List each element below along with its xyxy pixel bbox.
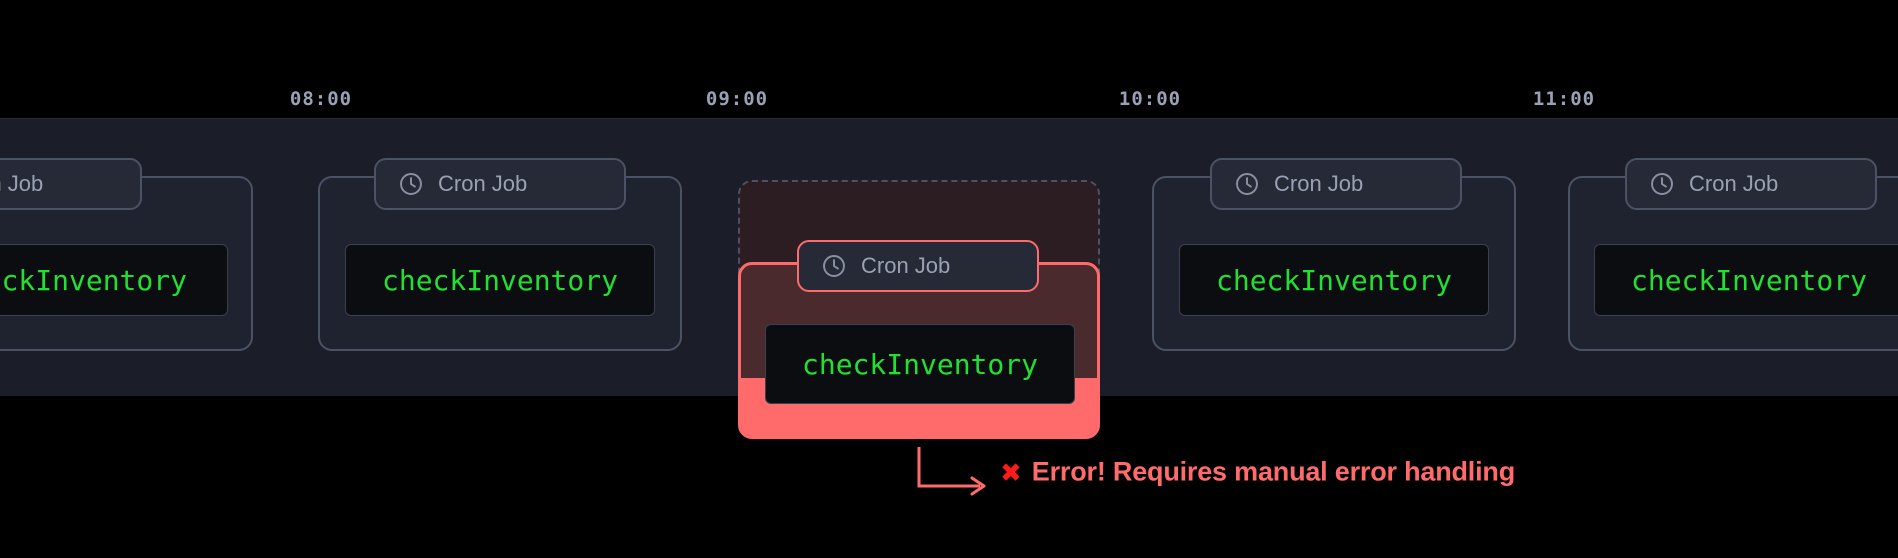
time-tick-08-00: 08:00	[289, 88, 353, 110]
time-ruler: 08:00 09:00 10:00 11:00	[0, 0, 1898, 118]
cron-job-badge[interactable]: Cron Job	[1210, 158, 1462, 210]
job-code-box: checkInventory	[765, 324, 1075, 404]
job-function-name: checkInventory	[801, 347, 1038, 381]
cron-job-badge-label: Cron Job	[438, 171, 528, 196]
time-tick-09-00: 09:00	[705, 88, 769, 110]
clock-icon	[823, 255, 845, 277]
cron-job-badge[interactable]: Cron Job	[0, 158, 142, 210]
job-function-name: checkInventory	[1215, 263, 1452, 297]
job-code-box: checkInventory	[1179, 244, 1489, 316]
clock-icon	[1651, 173, 1673, 195]
error-callout: ✖ Error! Requires manual error handling	[1000, 457, 1515, 488]
clock-icon	[1236, 173, 1258, 195]
error-callout-arrow	[917, 447, 986, 496]
time-tick-10-00: 10:00	[1118, 88, 1182, 110]
cron-job-badge[interactable]: Cron Job	[374, 158, 626, 210]
timeline-band-top-border	[0, 118, 1898, 119]
clock-icon	[400, 173, 422, 195]
cron-job-badge-label: Cron Job	[0, 171, 44, 196]
job-code-box: checkInventory	[1594, 244, 1898, 316]
job-function-name: checkInventory	[381, 263, 618, 297]
cron-job-badge-label: Cron Job	[1274, 171, 1364, 196]
job-code-box: checkInventory	[345, 244, 655, 316]
error-message: Error! Requires manual error handling	[1031, 456, 1515, 487]
time-tick-11-00: 11:00	[1532, 88, 1596, 110]
cross-mark-icon: ✖	[1000, 457, 1022, 487]
job-function-name: checkInventory	[0, 263, 187, 297]
job-function-name: checkInventory	[1630, 263, 1867, 297]
cron-job-badge[interactable]: Cron Job	[1625, 158, 1877, 210]
cron-job-badge-label: Cron Job	[1689, 171, 1779, 196]
cron-job-badge[interactable]: Cron Job	[797, 240, 1039, 292]
cron-job-badge-label: Cron Job	[861, 253, 951, 278]
job-code-box: checkInventory	[0, 244, 228, 316]
